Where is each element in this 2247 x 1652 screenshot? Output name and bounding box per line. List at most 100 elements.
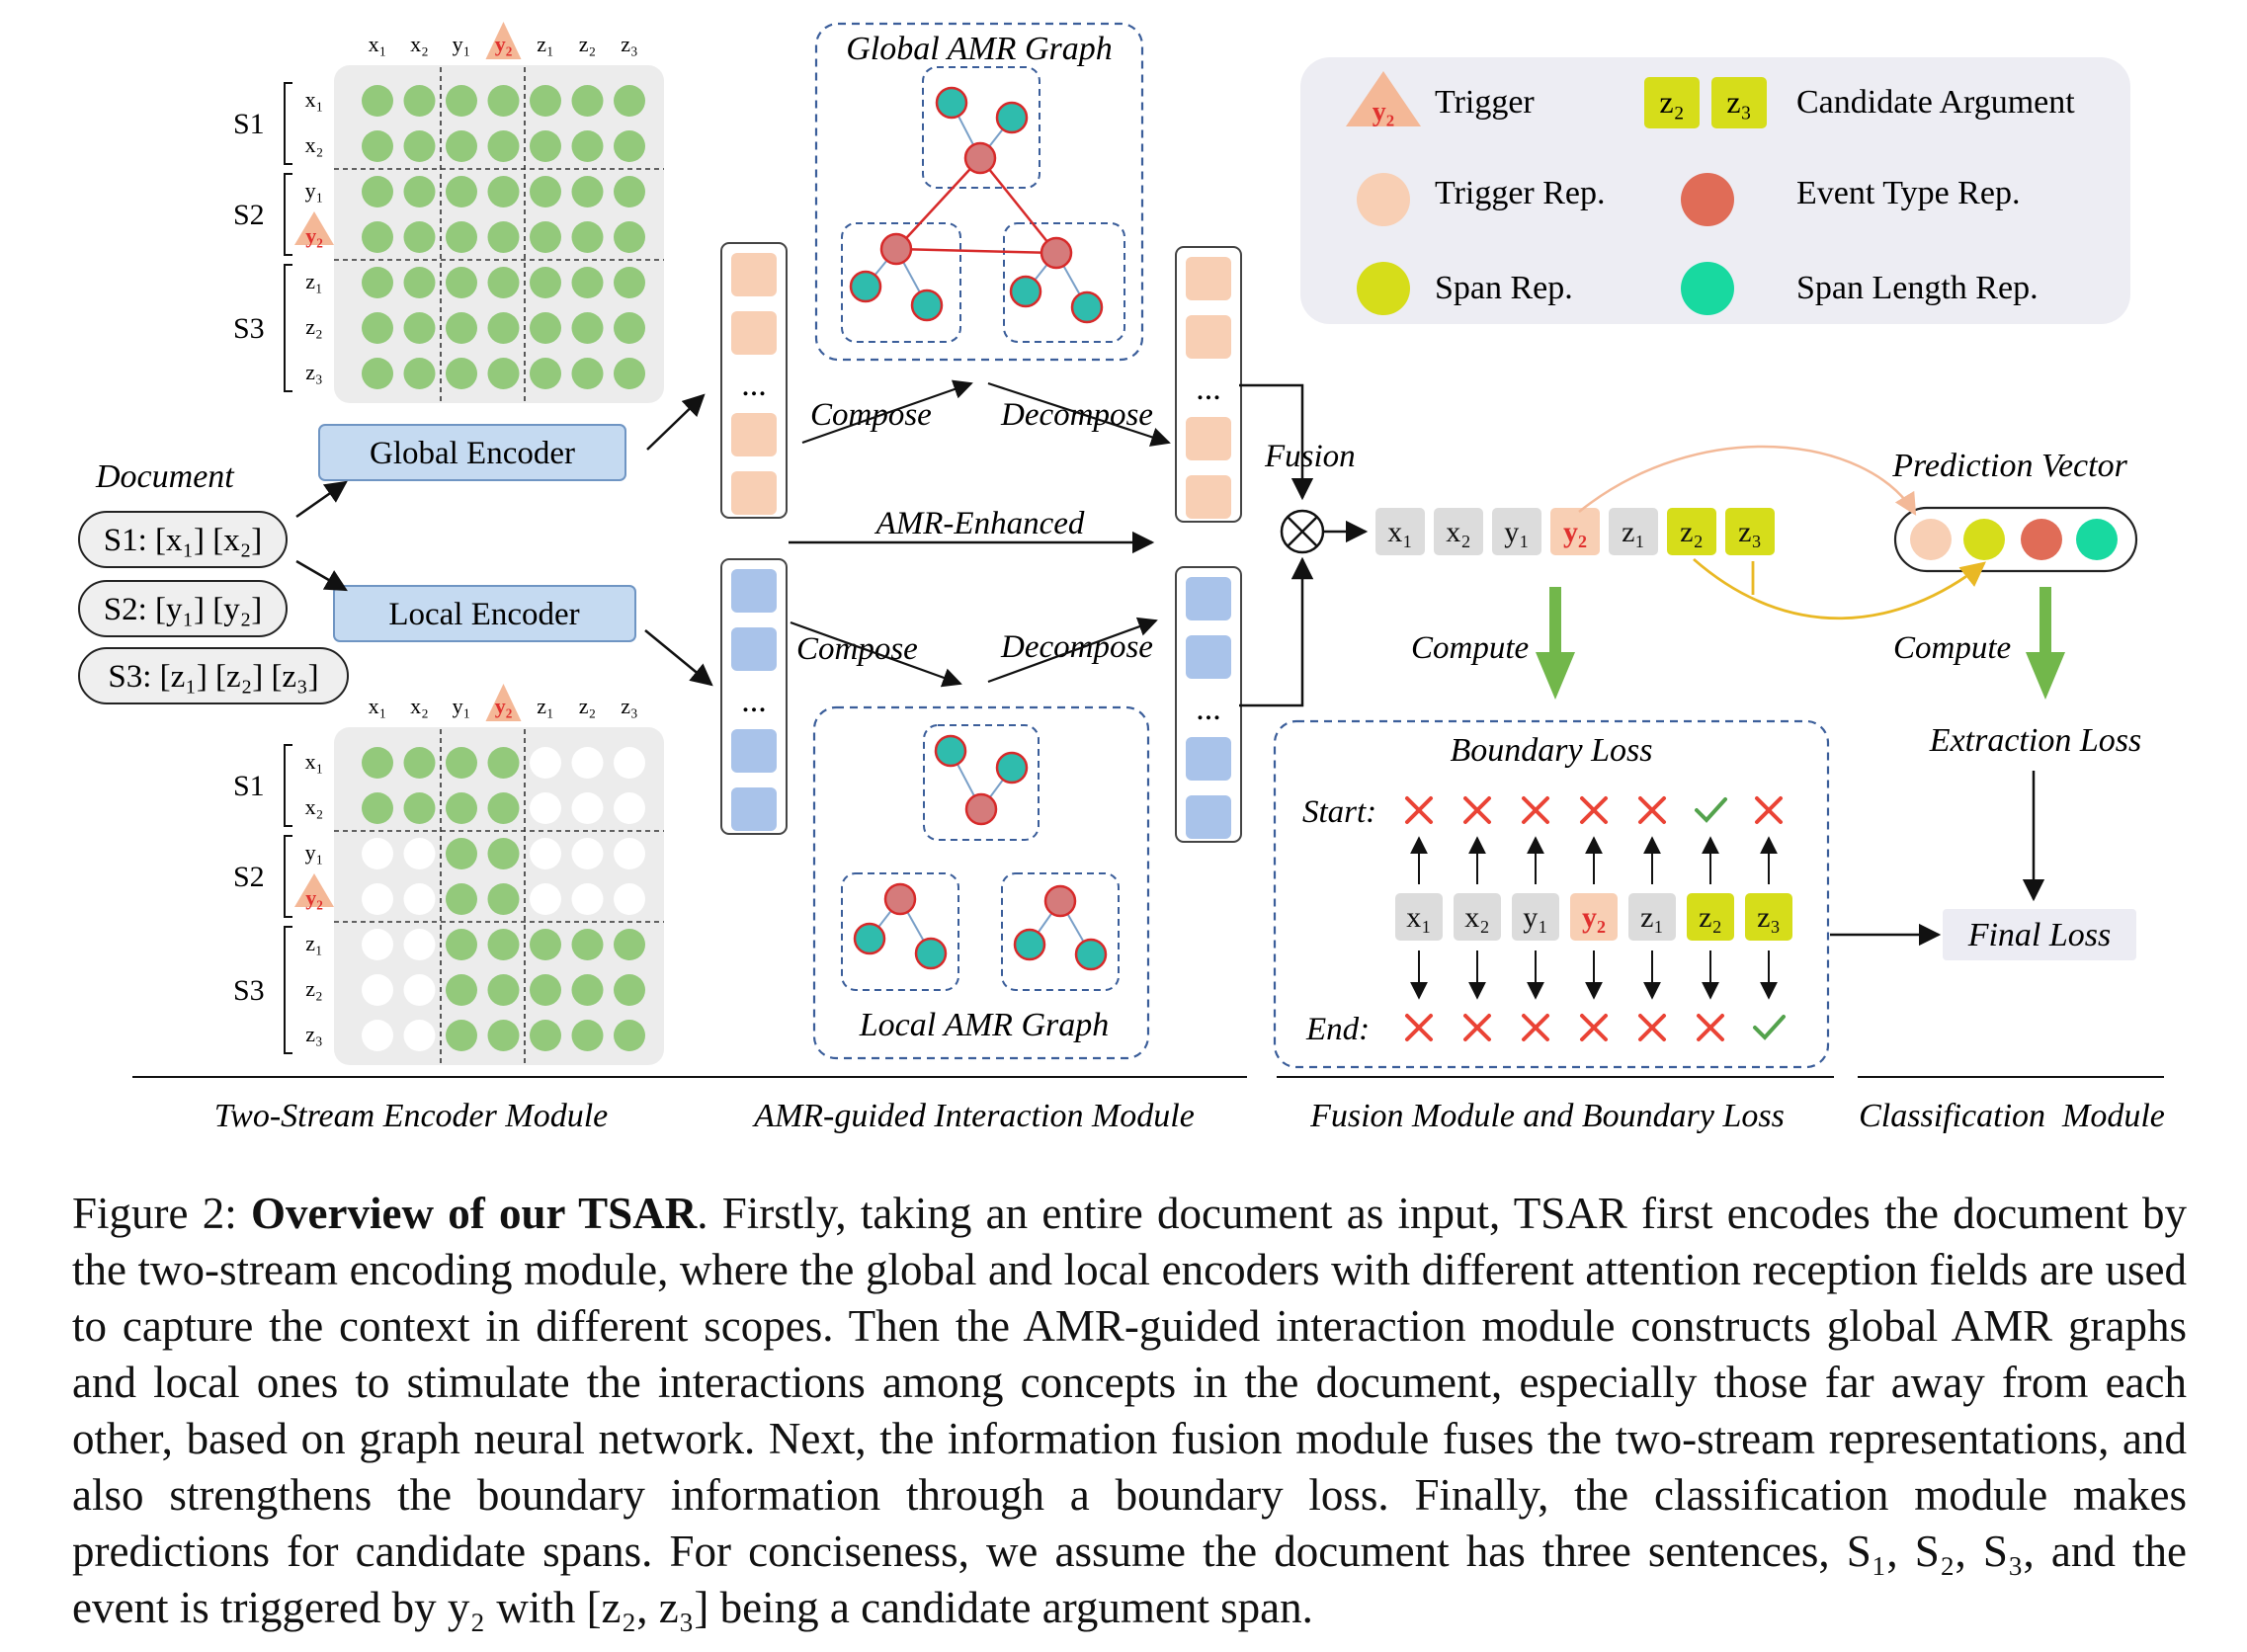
cross-mark xyxy=(1638,1014,1666,1041)
boundary-token xyxy=(1454,893,1501,941)
fused-token xyxy=(1434,508,1483,555)
vector-block xyxy=(1186,577,1231,620)
attention-dot xyxy=(362,883,393,915)
cross-mark xyxy=(1522,796,1549,824)
boundary-token-label: x₂ xyxy=(1464,901,1489,934)
attention-dot xyxy=(446,929,477,960)
matrix-row-label: y₁ xyxy=(305,840,324,865)
attention-dot xyxy=(403,85,436,117)
sentence-label: S2 xyxy=(233,861,265,893)
vector-block xyxy=(1186,475,1231,519)
compute-label-right: Compute xyxy=(1893,630,2011,666)
matrix-row-label: x₂ xyxy=(305,132,324,157)
boundary-token-label: y₂ xyxy=(1582,901,1606,934)
local-amr-graph-label: Local AMR Graph xyxy=(859,1007,1109,1043)
attention-dot xyxy=(362,1020,393,1051)
local-amr-graph: Local AMR Graph xyxy=(812,705,1150,1060)
matrix-row-label: y₁ xyxy=(305,178,324,203)
svg-text:z₂: z₂ xyxy=(1659,84,1684,120)
attention-dot xyxy=(487,85,520,117)
check-mark xyxy=(1753,1015,1786,1040)
local-to-vector-arrow xyxy=(644,629,713,687)
global-enhanced-vector: ... xyxy=(1175,246,1242,523)
attention-dot xyxy=(487,974,520,1006)
attention-dot xyxy=(362,267,393,298)
attention-dot xyxy=(571,1020,604,1051)
global-input-vector: ... xyxy=(720,242,788,519)
attention-dot xyxy=(446,130,477,162)
cross-mark xyxy=(1580,1014,1608,1041)
local-enhanced-vector: ... xyxy=(1175,566,1242,843)
sentence-label: S1 xyxy=(233,108,265,140)
attention-dot xyxy=(530,1020,561,1051)
boundary-loss-box xyxy=(1273,719,1830,1069)
matrix-row-label: y₂ xyxy=(305,223,323,248)
attention-dot xyxy=(446,312,477,344)
fused-token xyxy=(1609,508,1658,555)
check-mark xyxy=(1695,797,1727,823)
matrix-col-label: y₁ xyxy=(453,32,471,56)
attention-dot xyxy=(446,85,477,117)
attention-dot xyxy=(614,85,645,117)
compose-label-top: Compose xyxy=(810,397,932,433)
matrix-col-label: y₂ xyxy=(495,32,513,56)
global-encoder-box: Global Encoder xyxy=(318,424,626,481)
attention-dot xyxy=(362,130,393,162)
trigger-marker xyxy=(485,684,522,721)
attention-dot xyxy=(571,130,604,162)
attention-dot xyxy=(487,747,520,779)
vector-block xyxy=(731,787,777,831)
caption-label: Figure 2: xyxy=(72,1189,237,1238)
attention-dot xyxy=(614,267,645,298)
attention-dot xyxy=(571,176,604,207)
trigger-marker xyxy=(294,873,334,907)
attention-dot xyxy=(487,838,520,869)
vector-block xyxy=(731,729,777,773)
attention-dot xyxy=(446,176,477,207)
vector-ellipsis: ... xyxy=(1196,371,1221,407)
attention-dot xyxy=(487,176,520,207)
fusion-label: Fusion xyxy=(1264,439,1356,474)
matrix-row-label: z₂ xyxy=(305,976,322,1001)
cross-mark xyxy=(1522,1014,1549,1041)
attention-dot xyxy=(571,312,604,344)
attention-dot xyxy=(403,130,436,162)
figure-caption: Figure 2: Overview of our TSAR. Firstly,… xyxy=(72,1186,2187,1636)
cross-mark xyxy=(1463,796,1491,824)
attention-dot xyxy=(446,747,477,779)
compute-label-left: Compute xyxy=(1411,630,1529,666)
boundary-token-label: z₃ xyxy=(1757,901,1781,934)
matrix-col-label: y₁ xyxy=(453,694,471,718)
cross-mark xyxy=(1755,796,1783,824)
attention-dot xyxy=(614,883,645,915)
cross-mark xyxy=(1405,1014,1433,1041)
attention-dot xyxy=(487,130,520,162)
attention-dot xyxy=(571,221,604,253)
doc-to-local-arrow xyxy=(295,559,348,592)
fusion-operator xyxy=(1280,509,1325,554)
attention-dot xyxy=(487,358,520,389)
global-amr-graph: Global AMR Graph xyxy=(814,22,1144,362)
document-sentence-s1: S1: [x₁] [x₂] xyxy=(78,511,288,568)
fused-token-label: x₁ xyxy=(1387,516,1412,548)
attention-dot xyxy=(403,358,436,389)
boundary-token-label: z₂ xyxy=(1699,901,1722,934)
attention-dot xyxy=(403,176,436,207)
boundary-token xyxy=(1395,893,1443,941)
matrix-col-label: x₁ xyxy=(369,694,387,718)
attention-dot xyxy=(403,929,436,960)
document-sentence-s2: S2: [y₁] [y₂] xyxy=(78,580,288,637)
svg-text:Global Encoder: Global Encoder xyxy=(370,436,575,471)
vector-block xyxy=(731,471,777,515)
trigger-to-prediction-arrow xyxy=(1578,445,1917,516)
attention-dot xyxy=(530,792,561,824)
cross-mark xyxy=(1405,796,1433,824)
attention-dot xyxy=(530,883,561,915)
attention-dot xyxy=(614,1020,645,1051)
attention-dot xyxy=(571,792,604,824)
module-label-interaction: AMR-guided Interaction Module xyxy=(752,1098,1195,1134)
matrix-col-label: x₂ xyxy=(410,694,429,718)
trigger-marker xyxy=(485,22,522,59)
attention-dot xyxy=(362,358,393,389)
attention-dot xyxy=(362,838,393,869)
